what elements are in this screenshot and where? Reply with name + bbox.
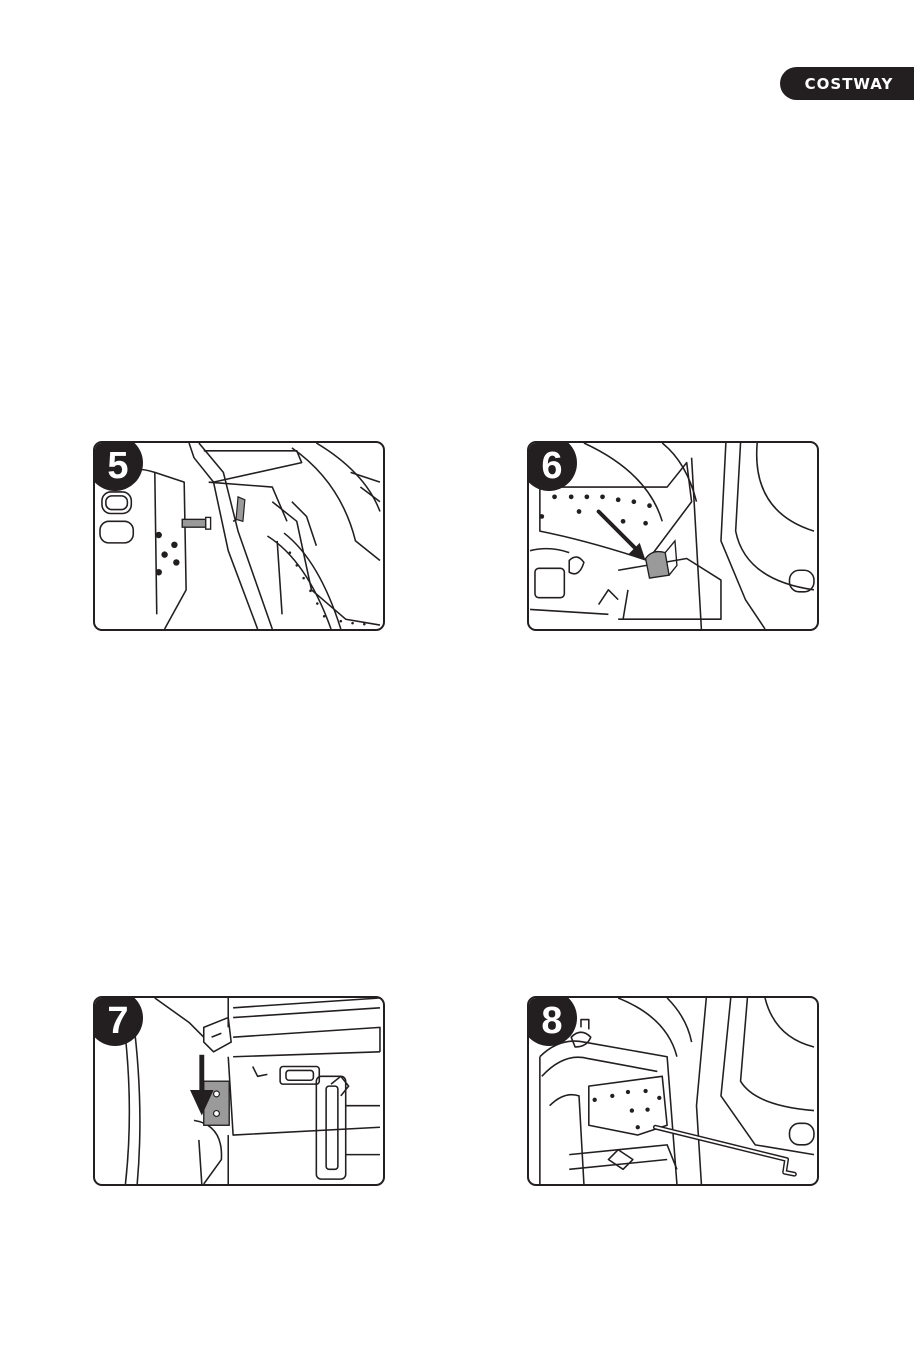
brand-name: COSTWAY (805, 75, 894, 93)
step-6-illustration: 6 (527, 441, 819, 631)
costway-logo-tab: COSTWAY (780, 67, 914, 100)
step-5-illustration: 5 (93, 441, 385, 631)
step-7-illustration: 7 (93, 996, 385, 1186)
step-8-illustration: 8 (527, 996, 819, 1186)
